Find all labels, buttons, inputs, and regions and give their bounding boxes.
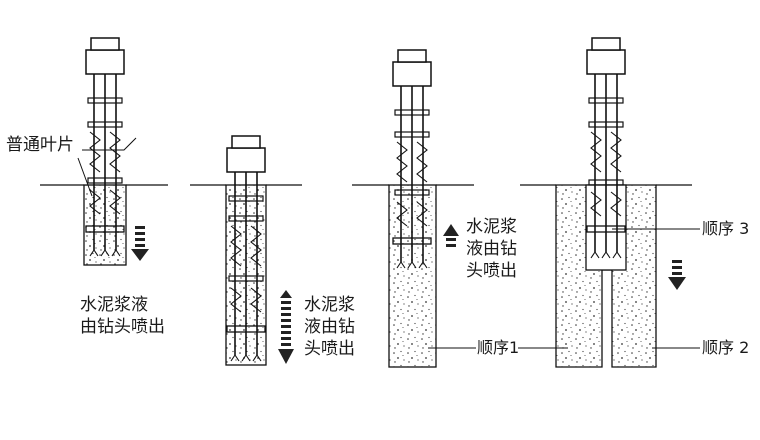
label-sequence-3: 顺序 3 xyxy=(702,219,750,238)
label-grout-1-line-2: 由钻头喷出 xyxy=(80,317,165,337)
label-grout-2: 水泥浆 液由钻 头喷出 xyxy=(304,294,355,360)
label-grout-3-line-1: 水泥浆 xyxy=(466,217,517,237)
label-blade: 普通叶片 xyxy=(6,135,74,155)
dashed-down-arrow-icon-2 xyxy=(668,260,686,290)
label-grout-2-line-2: 液由钻 xyxy=(304,317,355,337)
label-grout-2-line-1: 水泥浆 xyxy=(304,295,355,315)
label-sequence-1: 顺序1 xyxy=(477,338,520,357)
dashed-down-arrow-icon xyxy=(131,226,149,261)
drill-rig-4 xyxy=(586,37,626,259)
label-sequence-2: 顺序 2 xyxy=(702,338,750,357)
label-grout-1: 水泥浆液 由钻头喷出 xyxy=(80,294,165,338)
drill-rig-3 xyxy=(392,49,432,269)
dashed-up-arrow-icon xyxy=(443,224,459,247)
drill-rig-2 xyxy=(226,135,266,362)
label-grout-2-line-3: 头喷出 xyxy=(304,339,355,359)
label-grout-3-line-2: 液由钻 xyxy=(466,239,517,259)
dashed-up-down-arrow-icon xyxy=(278,290,294,364)
label-grout-3-line-3: 头喷出 xyxy=(466,261,517,281)
drill-rig-1 xyxy=(85,37,125,257)
label-grout-3: 水泥浆 液由钻 头喷出 xyxy=(466,216,517,282)
label-grout-1-line-1: 水泥浆液 xyxy=(80,295,148,315)
leader-blade xyxy=(77,137,137,197)
